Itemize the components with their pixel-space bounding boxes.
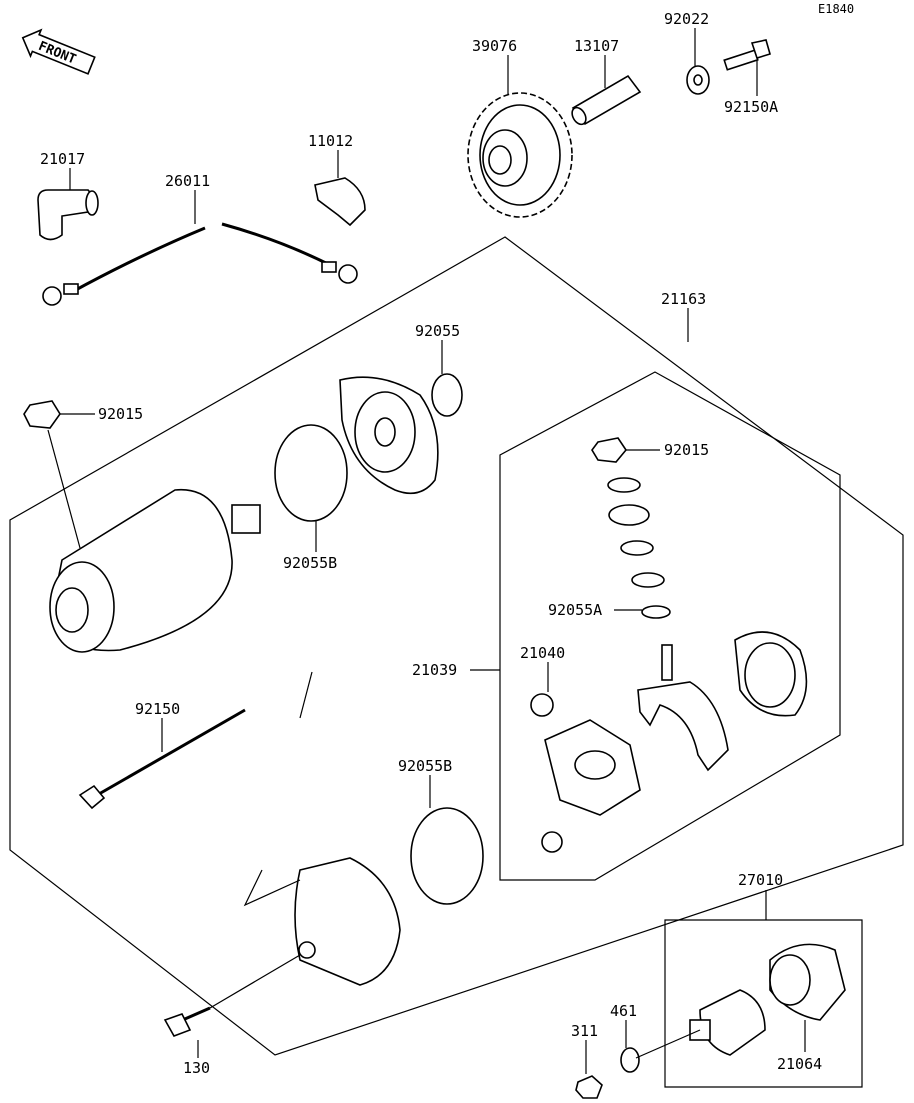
bolt-92150A	[723, 39, 771, 71]
kit-outline-27010	[664, 919, 863, 1088]
o-ring-92055B-upper	[274, 424, 348, 522]
label-13107: 13107	[574, 37, 619, 55]
label-92055A: 92055A	[548, 601, 602, 619]
label-21017: 21017	[40, 150, 85, 168]
label-92055B-upper: 92055B	[283, 554, 337, 572]
o-ring-92055B-lower	[410, 807, 484, 905]
spring-lower	[541, 831, 563, 853]
kit-outline-21039	[499, 371, 841, 881]
washer-stack-1	[607, 477, 641, 493]
label-21163: 21163	[661, 290, 706, 308]
front-end-cover	[339, 376, 439, 495]
cover-21064	[769, 943, 846, 1021]
label-92055: 92055	[415, 322, 460, 340]
nut-311	[575, 1075, 603, 1099]
label-130: 130	[183, 1059, 210, 1077]
label-27010: 27010	[738, 871, 783, 889]
washer-stack-3	[620, 540, 654, 556]
brush-holder	[544, 719, 641, 816]
label-92055B-lower: 92055B	[398, 757, 452, 775]
nut-92015-right	[591, 437, 627, 463]
label-21040: 21040	[520, 644, 565, 662]
washer-92022	[686, 65, 710, 95]
label-311: 311	[571, 1022, 598, 1040]
o-ring-92055	[431, 373, 463, 417]
label-11012: 11012	[308, 132, 353, 150]
rear-end-cover	[294, 857, 401, 986]
o-ring-92055A	[641, 605, 671, 619]
gear-39076	[467, 92, 573, 218]
washer-stack-2	[608, 504, 650, 526]
front-arrow-icon: FRONT	[21, 28, 96, 75]
spring-21040	[530, 693, 554, 717]
label-92150A: 92150A	[724, 98, 778, 116]
label-21064: 21064	[777, 1055, 822, 1073]
washer-stack-4	[631, 572, 665, 588]
cap-21017	[37, 189, 99, 241]
label-21039: 21039	[412, 661, 457, 679]
label-39076: 39076	[472, 37, 517, 55]
label-92015-left: 92015	[98, 405, 143, 423]
label-461: 461	[610, 1002, 637, 1020]
label-26011: 26011	[165, 172, 210, 190]
brush-plate	[637, 644, 729, 772]
label-92150: 92150	[135, 700, 180, 718]
diagram-code: E1840	[818, 2, 854, 16]
label-92015-right: 92015	[664, 441, 709, 459]
solenoid	[689, 989, 766, 1056]
motor-body	[49, 488, 261, 653]
bolt-92150	[78, 708, 246, 810]
shaft-13107	[571, 74, 642, 126]
kit-outline-21163	[9, 236, 904, 1056]
clip-461	[620, 1047, 640, 1073]
cable-26011	[42, 222, 358, 306]
cap-11012	[314, 177, 366, 227]
bolt-130	[163, 1006, 211, 1037]
nut-92015-left	[23, 400, 61, 429]
label-92022: 92022	[664, 10, 709, 28]
yoke-ring	[734, 631, 808, 717]
